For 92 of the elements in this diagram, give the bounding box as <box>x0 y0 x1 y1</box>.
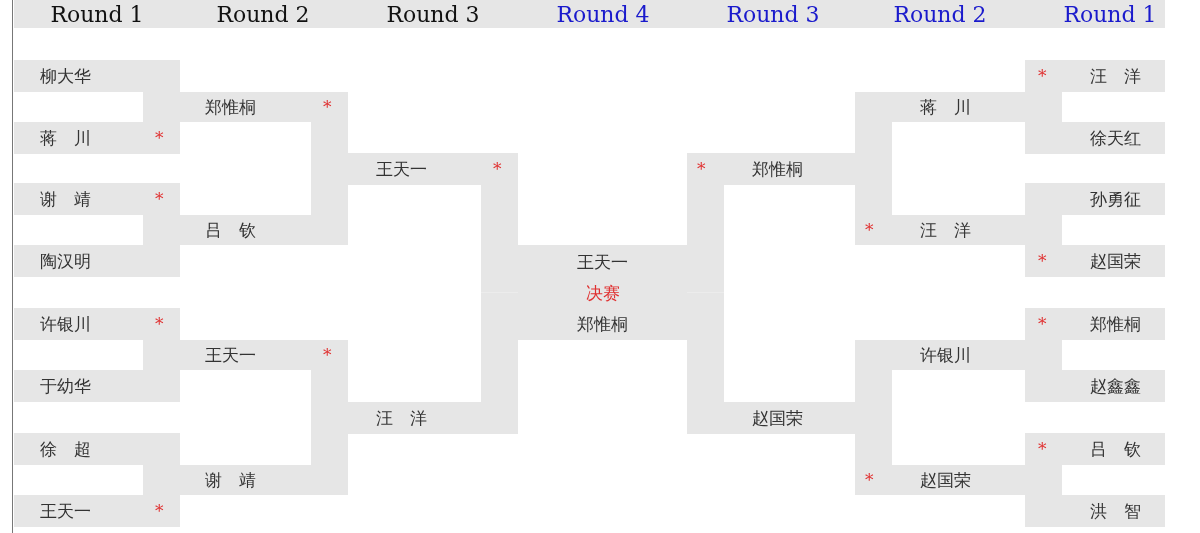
column-heading: Round 1 <box>50 2 144 28</box>
player-name: 郑惟桐 <box>577 314 628 334</box>
winner-mark: * <box>323 345 332 365</box>
column-heading: Round 4 <box>556 2 650 28</box>
player-cell <box>348 153 518 185</box>
winner-mark: * <box>155 189 164 209</box>
player-name: 陶汉明 <box>40 251 91 271</box>
player-name: 王天一 <box>376 159 427 179</box>
player-name: 赵国荣 <box>1090 251 1141 271</box>
player-cell <box>177 340 348 370</box>
player-cell <box>1025 183 1165 215</box>
player-name: 徐天红 <box>1090 128 1141 148</box>
bracket-connector <box>855 370 892 418</box>
player-cell <box>14 183 180 215</box>
player-cell <box>1025 308 1165 340</box>
bracket-connector <box>855 169 892 215</box>
column-heading: Round 3 <box>726 2 820 28</box>
player-cell <box>14 60 180 92</box>
winner-mark: * <box>865 470 874 490</box>
winner-mark: * <box>1038 66 1047 86</box>
player-name: 孙勇征 <box>1090 189 1141 209</box>
column-heading: Round 1 <box>1063 2 1157 28</box>
player-cell <box>855 215 1028 245</box>
player-cell <box>1025 122 1165 154</box>
player-cell <box>1025 495 1165 527</box>
column-heading: Round 3 <box>386 2 480 28</box>
player-name: 郑惟桐 <box>752 159 803 179</box>
winner-mark: * <box>155 128 164 148</box>
player-cell <box>687 153 855 185</box>
bracket-connector <box>311 418 348 465</box>
player-name: 汪 洋 <box>376 408 427 428</box>
bracket-connector <box>855 418 892 465</box>
player-name: 王天一 <box>577 252 628 272</box>
player-cell <box>1025 245 1165 277</box>
player-cell <box>177 92 348 122</box>
player-cell <box>177 465 348 495</box>
player-cell <box>14 245 180 277</box>
final-label: 决赛 <box>585 283 620 303</box>
player-name: 洪 智 <box>1090 501 1141 521</box>
player-name: 王天一 <box>40 501 91 521</box>
winner-mark: * <box>155 501 164 521</box>
player-cell <box>687 402 855 434</box>
player-cell <box>14 495 180 527</box>
bracket-connector <box>855 122 892 169</box>
bracket-connector <box>481 292 518 402</box>
player-name: 郑惟桐 <box>1090 314 1141 334</box>
player-cell <box>14 308 180 340</box>
player-name: 徐 超 <box>40 439 91 459</box>
player-name: 许银川 <box>40 314 91 334</box>
bracket-connector <box>481 185 518 293</box>
player-cell <box>855 340 1028 370</box>
winner-mark: * <box>1038 251 1047 271</box>
player-name: 蒋 川 <box>920 97 971 117</box>
player-name: 谢 靖 <box>40 189 91 209</box>
player-name: 于幼华 <box>40 376 91 396</box>
winner-mark: * <box>155 314 164 334</box>
player-name: 吕 钦 <box>1090 439 1141 459</box>
winner-mark: * <box>493 159 502 179</box>
player-name: 赵鑫鑫 <box>1090 376 1141 396</box>
winner-mark: * <box>1038 314 1047 334</box>
player-name: 汪 洋 <box>920 220 971 240</box>
bracket-connector <box>311 169 348 215</box>
player-cell <box>14 122 180 154</box>
player-cell <box>14 370 180 402</box>
winner-mark: * <box>1038 439 1047 459</box>
player-name: 许银川 <box>920 345 971 365</box>
player-cell <box>855 92 1028 122</box>
bracket-connector <box>687 292 724 402</box>
player-name: 赵国荣 <box>920 470 971 490</box>
player-name: 蒋 川 <box>40 128 91 148</box>
player-name: 王天一 <box>205 345 256 365</box>
player-cell <box>1025 60 1165 92</box>
column-heading: Round 2 <box>216 2 310 28</box>
winner-mark: * <box>697 159 706 179</box>
player-cell <box>1025 433 1165 465</box>
bracket-connector <box>311 370 348 418</box>
player-cell <box>1025 370 1165 402</box>
bracket-connector <box>687 185 724 293</box>
winner-mark: * <box>865 220 874 240</box>
player-cell <box>14 433 180 465</box>
player-name: 吕 钦 <box>205 220 256 240</box>
player-name: 郑惟桐 <box>205 97 256 117</box>
player-name: 汪 洋 <box>1090 66 1141 86</box>
player-name: 柳大华 <box>40 66 91 86</box>
bracket-connector <box>311 122 348 169</box>
player-cell <box>348 402 518 434</box>
winner-mark: * <box>323 97 332 117</box>
player-name: 赵国荣 <box>752 408 803 428</box>
player-cell <box>855 465 1028 495</box>
player-name: 谢 靖 <box>205 470 256 490</box>
column-heading: Round 2 <box>893 2 987 28</box>
player-cell <box>177 215 348 245</box>
